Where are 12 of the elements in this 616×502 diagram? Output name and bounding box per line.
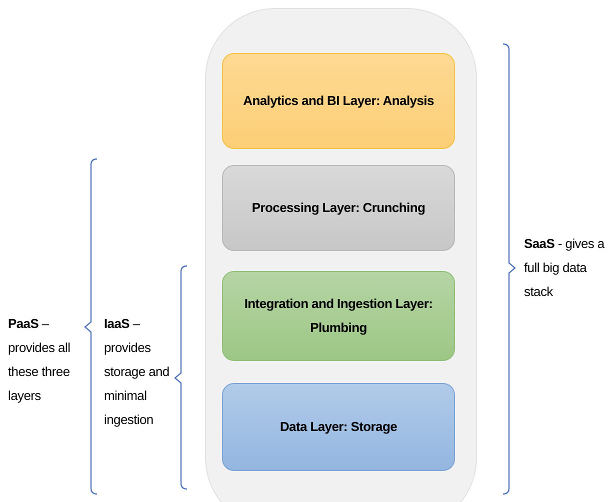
layer-label: Integration and Ingestion Layer: Plumbing	[243, 295, 434, 337]
layer-box	[222, 271, 455, 361]
rounded-panel	[205, 8, 477, 502]
bracket-note: PaaS – provides all these three layers	[8, 315, 72, 405]
layer-label: Analytics and BI Layer: Analysis	[243, 92, 434, 110]
layer-label: Data Layer: Storage	[280, 418, 398, 436]
layer-box	[222, 383, 455, 471]
layer-box	[222, 165, 455, 251]
bracket-note: SaaS - gives a full big data stack	[524, 235, 606, 301]
bracket-note: IaaS – provides storage and minimal ingestion	[104, 315, 170, 429]
layer-label: Processing Layer: Crunching	[252, 199, 426, 217]
layer-box	[222, 53, 455, 149]
